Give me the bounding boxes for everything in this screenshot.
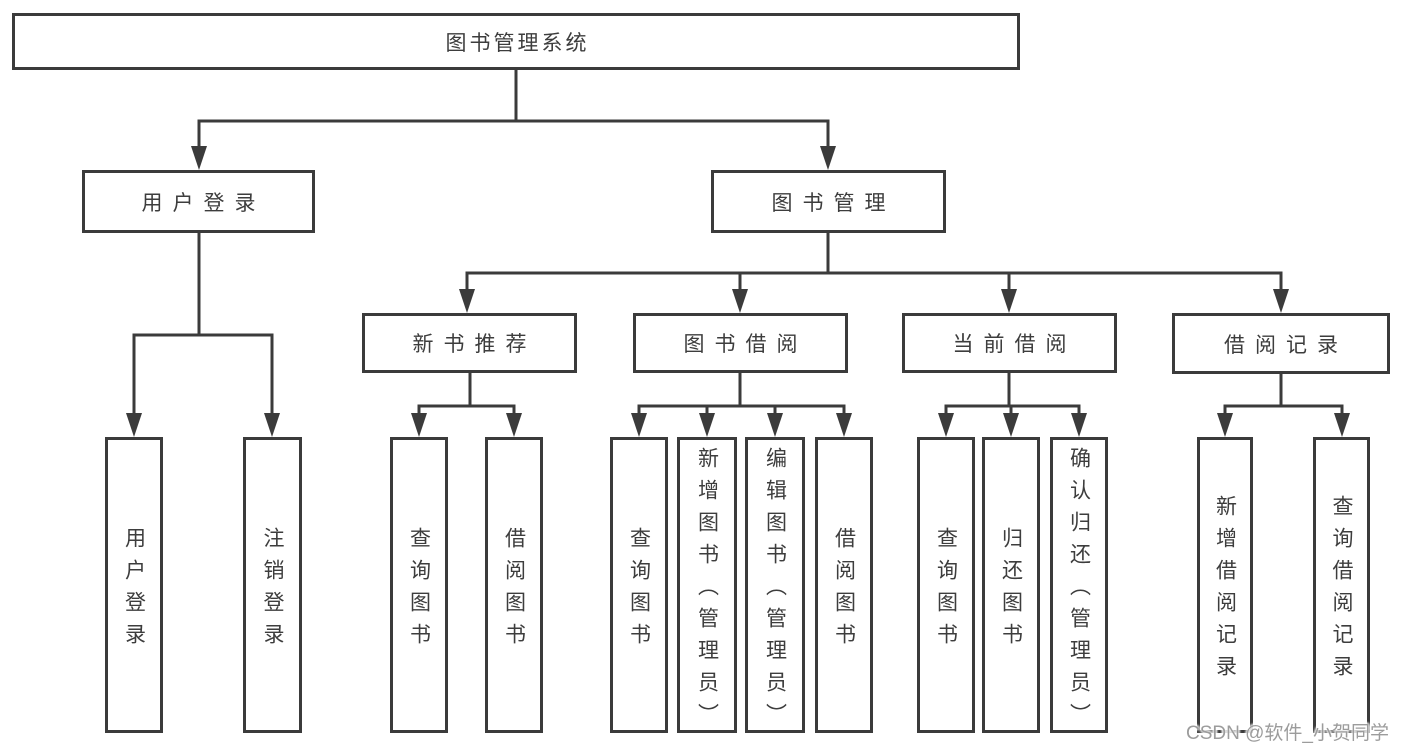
node-label: 编辑图书（管理员） <box>763 446 787 735</box>
node-add-borrow-record: 新增借阅记录 <box>1197 437 1253 733</box>
arrowhead <box>820 146 836 170</box>
arrowhead <box>411 413 427 437</box>
node-add-book-admin: 新增图书（管理员） <box>677 437 737 735</box>
connector-user-login <box>132 233 274 414</box>
connector-book-management <box>465 233 1283 290</box>
node-login-action: 用户登录 <box>105 437 163 733</box>
node-label: 新增借阅记录 <box>1213 494 1237 687</box>
node-label: 用户登录 <box>122 526 146 655</box>
connector-book-borrowing <box>637 373 846 414</box>
node-query-books-borrowing: 查询图书 <box>610 437 668 733</box>
connector-new-book-recommend <box>417 373 516 414</box>
node-confirm-return-admin: 确认归还（管理员） <box>1050 437 1108 735</box>
node-edit-book-admin: 编辑图书（管理员） <box>745 437 805 735</box>
node-book-borrowing: 图书借阅 <box>633 313 848 373</box>
arrowhead <box>459 289 475 313</box>
node-current-borrowing: 当前借阅 <box>902 313 1117 373</box>
node-label: 查询图书 <box>934 526 958 655</box>
arrowhead <box>264 413 280 437</box>
node-label: 确认归还（管理员） <box>1067 446 1091 735</box>
arrowhead <box>1217 413 1233 437</box>
node-label: 新增图书（管理员） <box>695 446 719 735</box>
node-label: 查询借阅记录 <box>1330 494 1353 687</box>
node-logout-action: 注销登录 <box>243 437 302 733</box>
node-new-book-recommend: 新书推荐 <box>362 313 577 373</box>
arrowhead <box>836 413 852 437</box>
connector-root <box>197 70 830 147</box>
arrowhead <box>767 413 783 437</box>
node-borrow-books-recommend: 借阅图书 <box>485 437 543 733</box>
arrowhead <box>1003 413 1019 437</box>
csdn-watermark: CSDN @软件_小贺同学 <box>1186 723 1389 744</box>
node-borrowing-records: 借阅记录 <box>1172 313 1390 374</box>
node-query-borrow-record: 查询借阅记录 <box>1313 437 1370 733</box>
node-label: 查询图书 <box>407 526 431 655</box>
node-query-books-current: 查询图书 <box>917 437 975 733</box>
arrowhead <box>732 289 748 313</box>
node-label: 归还图书 <box>999 526 1023 655</box>
connector-borrowing-records <box>1223 374 1344 414</box>
node-return-book: 归还图书 <box>982 437 1040 733</box>
node-user-login: 用户登录 <box>82 170 315 233</box>
node-label: 查询图书 <box>627 526 651 655</box>
connector-current-borrowing <box>944 373 1081 414</box>
arrowhead <box>1334 413 1350 437</box>
arrowhead <box>938 413 954 437</box>
node-borrow-books-borrowing: 借阅图书 <box>815 437 873 733</box>
node-book-management: 图书管理 <box>711 170 946 233</box>
node-library-system: 图书管理系统 <box>12 13 1020 70</box>
arrowhead <box>699 413 715 437</box>
node-query-books-recommend: 查询图书 <box>390 437 448 733</box>
arrowhead <box>506 413 522 437</box>
arrowhead <box>631 413 647 437</box>
arrowhead <box>1001 289 1017 313</box>
arrowhead <box>126 413 142 437</box>
arrowhead <box>1273 289 1289 313</box>
arrowhead <box>191 146 207 170</box>
node-label: 借阅图书 <box>832 526 856 655</box>
node-label: 注销登录 <box>261 526 284 655</box>
node-label: 借阅图书 <box>502 526 526 655</box>
arrowhead <box>1071 413 1087 437</box>
